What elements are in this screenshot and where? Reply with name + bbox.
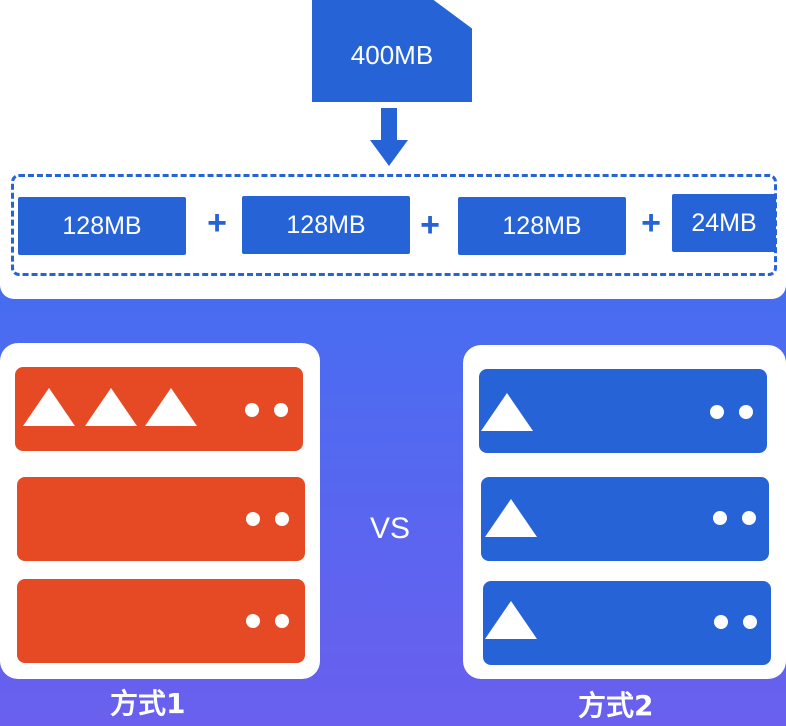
block-1: 128MB: [18, 197, 186, 255]
indicator-dot-icon: [714, 615, 728, 629]
rack-3: [17, 579, 305, 663]
method2-caption: 方式2: [578, 689, 654, 722]
triangle-icon: [23, 388, 75, 426]
plus-sign-3: +: [641, 204, 661, 242]
plus-sign-2: +: [420, 206, 440, 244]
triangle-icon: [485, 499, 537, 537]
indicator-dot-icon: [739, 405, 753, 419]
file-size-label: 400MB: [350, 39, 434, 70]
indicator-dot-icon: [275, 614, 289, 628]
method1-caption: 方式1: [110, 687, 186, 720]
block-2: 128MB: [242, 196, 410, 254]
indicator-dot-icon: [246, 614, 260, 628]
rack-2: [17, 477, 305, 561]
indicator-dot-icon: [245, 403, 259, 417]
rack-2: [481, 477, 769, 561]
plus-sign-1: +: [207, 204, 227, 242]
triangle-icon: [145, 388, 197, 426]
file-icon: 400MB: [312, 0, 472, 102]
block-3: 128MB: [458, 197, 626, 255]
indicator-dot-icon: [710, 405, 724, 419]
vs-label: VS: [370, 512, 411, 545]
triangle-icon: [485, 601, 537, 639]
indicator-dot-icon: [274, 403, 288, 417]
server-method2: [463, 345, 786, 679]
arrow-down-icon: [370, 108, 408, 166]
rack-1: [15, 367, 303, 451]
indicator-dot-icon: [743, 615, 757, 629]
indicator-dot-icon: [742, 511, 756, 525]
indicator-dot-icon: [713, 511, 727, 525]
server-method1: [0, 343, 320, 679]
triangle-icon: [85, 388, 137, 426]
rack-3: [483, 581, 771, 665]
triangle-icon: [481, 393, 533, 431]
block-split-panel: 400MB 128MB + 128MB + 128MB + 24MB: [0, 0, 786, 299]
indicator-dot-icon: [275, 512, 289, 526]
indicator-dot-icon: [246, 512, 260, 526]
rack-1: [479, 369, 767, 453]
block-4: 24MB: [672, 194, 776, 252]
